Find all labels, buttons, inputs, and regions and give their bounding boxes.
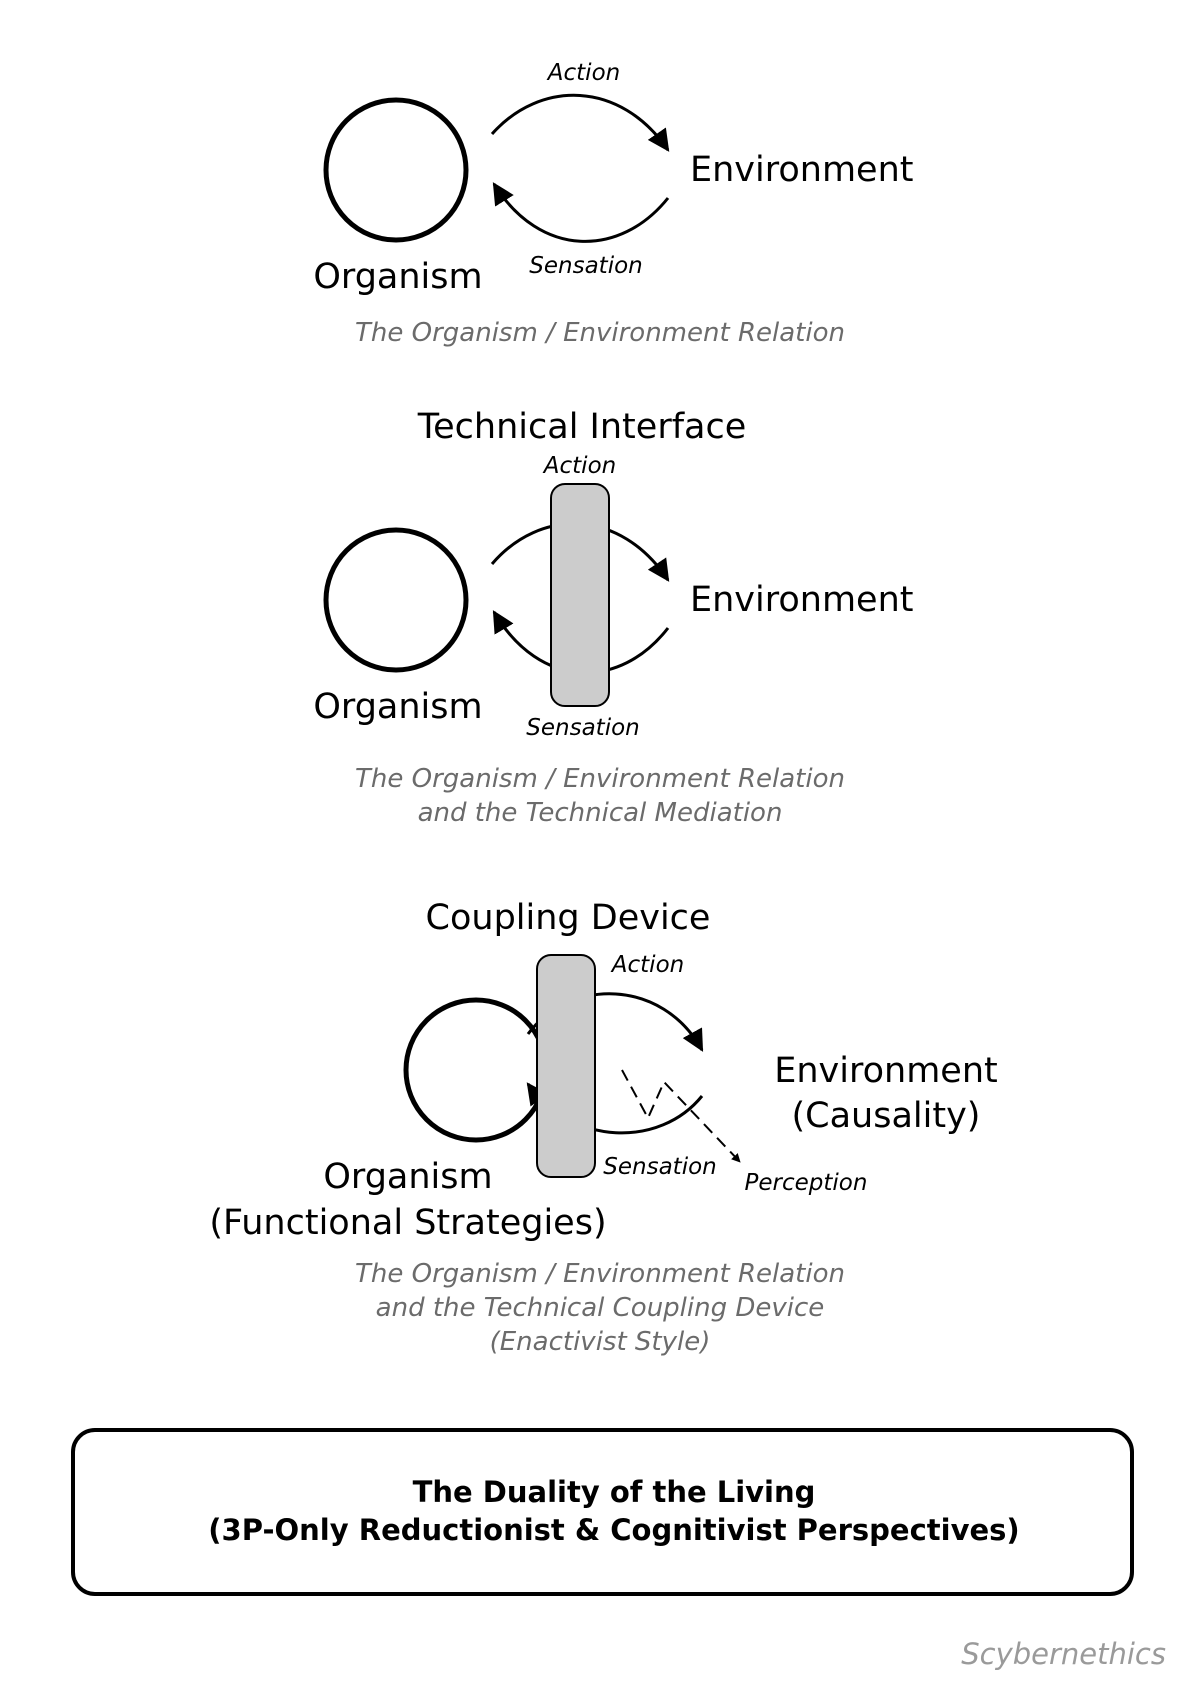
environment-label: Environment [690,580,913,620]
organism-label: Organism [323,1157,492,1197]
coupling-device-title: Coupling Device [426,898,711,938]
summary-title: The Duality of the Living [413,1475,816,1509]
action-label: Action [546,60,620,86]
environment-sublabel: (Causality) [792,1096,981,1136]
summary-box: The Duality of the Living (3P-Only Reduc… [71,1428,1134,1596]
summary-subtitle: (3P-Only Reductionist & Cognitivist Pers… [208,1513,1019,1547]
caption-line-2: and the Technical Mediation [418,798,783,828]
sensation-arrow [492,182,670,243]
action-label: Action [610,952,684,978]
environment-label: Environment [774,1051,997,1091]
organism-circle [323,527,469,673]
organism-label: Organism [313,257,482,297]
caption-line-3: (Enactivist Style) [490,1327,711,1357]
credit-watermark: Scybernethics [961,1637,1166,1671]
sensation-label: Sensation [603,1154,716,1180]
organism-sublabel: (Functional Strategies) [209,1203,606,1243]
diagram-organism-environment: Action Sensation Environment Organism Th… [313,60,913,348]
organism-circle [323,97,469,243]
caption: The Organism / Environment Relation [355,318,845,348]
diagram-coupling-device: Coupling Device Action Sensation Percept… [209,898,997,1357]
caption-line-2: and the Technical Coupling Device [376,1293,825,1323]
coupling-device-bar [536,954,596,1178]
organism-label: Organism [313,687,482,727]
sensation-label: Sensation [526,715,639,741]
organism-circle [403,997,549,1143]
environment-label: Environment [690,150,913,190]
action-arrow [490,93,670,152]
diagram-technical-interface: Technical Interface Action Sensation Env… [313,407,913,828]
perception-arrow [621,1069,741,1163]
summary-box-frame [71,1428,1134,1596]
technical-interface-bar [550,483,610,707]
action-label: Action [542,453,616,479]
perception-label: Perception [745,1170,868,1196]
sensation-label: Sensation [529,253,642,279]
caption-line-1: The Organism / Environment Relation [355,1259,845,1289]
technical-interface-title: Technical Interface [417,407,747,447]
caption-line-1: The Organism / Environment Relation [355,764,845,794]
